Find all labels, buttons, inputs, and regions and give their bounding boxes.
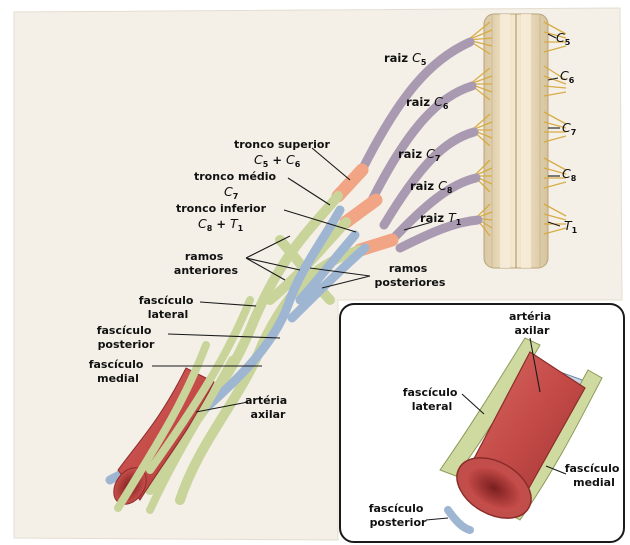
axillary-artery-label: artéria axilar	[245, 394, 291, 421]
spinal-cord	[484, 14, 548, 268]
posterior-cord-label: fascículo posterior	[97, 324, 156, 351]
root-label-c7: raiz C7	[398, 146, 440, 163]
inset-posterior-cord-label: fascículo posterior	[369, 502, 428, 529]
root-label-t1: raiz T1	[420, 210, 462, 227]
trunk-inferior-label: tronco inferior	[176, 202, 267, 215]
trunk-inferior-formula: C8 + T1	[198, 216, 244, 233]
trunk-middle-label: tronco médio	[194, 170, 277, 183]
root-label-c5: raiz C5	[384, 50, 427, 67]
root-label-c6: raiz C6	[406, 94, 449, 111]
inset-medial-cord-label: fascículo medial	[565, 462, 624, 489]
trunk-superior-label: tronco superior	[234, 138, 330, 151]
medial-cord-label: fascículo medial	[89, 358, 148, 385]
trunk-superior-formula: C5 + C6	[254, 152, 301, 169]
root-label-c8: raiz C8	[410, 178, 453, 195]
inset-artery-label: artéria axilar	[509, 310, 555, 337]
